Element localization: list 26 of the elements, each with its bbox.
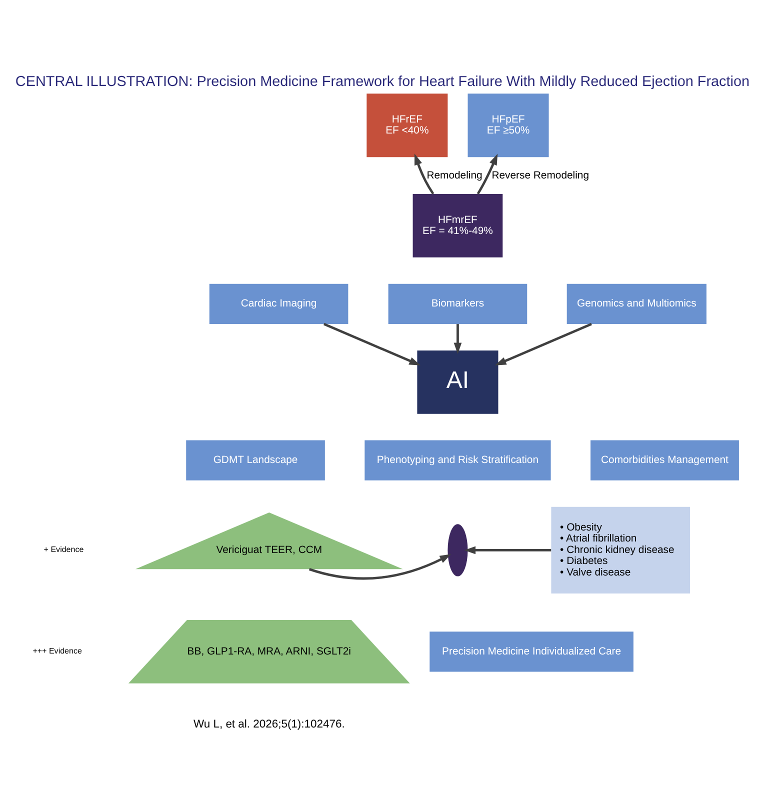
- arrow: [494, 322, 592, 366]
- label: +++ Evidence: [32, 646, 82, 656]
- node-box: HFmrEF EF = 41%-49%: [412, 194, 503, 258]
- node-box: HFpEF EF ≥50%: [468, 94, 549, 158]
- label: Wu L, et al. 2026;5(1):102476.: [193, 718, 345, 730]
- node-box: Cardiac Imaging: [209, 284, 348, 324]
- node-box: HFrEF EF <40%: [366, 94, 448, 158]
- node-box: Comorbidities Management: [590, 440, 739, 480]
- arrow: [323, 322, 421, 366]
- node-box: Biomarkers: [388, 284, 528, 324]
- arrow: [454, 324, 462, 354]
- arrow: [464, 546, 552, 554]
- node-box: Genomics and Multiomics: [566, 284, 706, 324]
- node-box: Phenotyping and Risk Stratification: [364, 440, 551, 480]
- node-box: AI: [417, 350, 498, 414]
- arrow: [414, 154, 434, 195]
- edge-label: Remodeling: [426, 170, 482, 182]
- node-person: [448, 524, 468, 576]
- edge-label: Reverse Remodeling: [492, 170, 590, 182]
- node-box: GDMT Landscape: [186, 440, 325, 480]
- diagram-title: CENTRAL ILLUSTRATION: Precision Medicine Framework for Heart Failure With Mildly Reduced Ejection Fraction: [15, 74, 750, 90]
- node-box: Precision Medicine Individualized Care: [430, 632, 634, 672]
- label: + Evidence: [44, 545, 84, 554]
- arrow: [308, 554, 452, 580]
- arrow: [476, 154, 498, 195]
- node-box: • Obesity • Atrial fibrillation • Chronic kidney disease • Diabetes • Valve disease: [551, 506, 690, 594]
